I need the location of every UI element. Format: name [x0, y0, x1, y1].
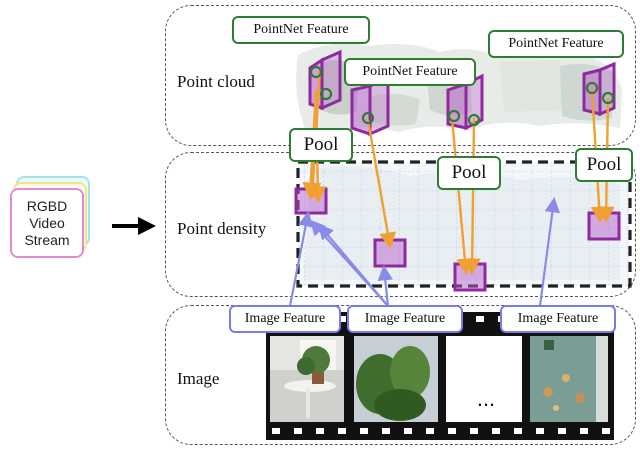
image-frame-2 — [354, 336, 438, 422]
image-label: Image — [177, 369, 220, 388]
pointnet-feature-left-tag: PointNet Feature — [232, 16, 370, 44]
pool-mid-tag: Pool — [437, 156, 501, 190]
point-cloud-box-center — [446, 73, 484, 131]
rgbd-line-1: RGBD — [26, 197, 68, 214]
rgbd-stream-box: RGBD Video Stream — [10, 188, 84, 258]
density-cell-center — [453, 262, 487, 292]
input-arrow — [112, 217, 156, 235]
image-feature-1-tag: Image Feature — [229, 305, 341, 333]
image-frame-1 — [270, 336, 344, 422]
point-cloud-box-right — [582, 61, 616, 117]
pool-left-tag: Pool — [289, 128, 353, 162]
image-frame-3 — [446, 336, 522, 422]
pool-right-tag: Pool — [575, 148, 633, 182]
pointnet-feature-right-tag: PointNet Feature — [488, 30, 624, 58]
blue-arrows — [288, 196, 561, 307]
frame-ellipsis: ... — [477, 386, 495, 411]
image-feature-2-tag: Image Feature — [347, 305, 463, 333]
rgbd-line-2: Video — [29, 214, 65, 231]
green-point-markers — [309, 65, 615, 127]
image-feature-3-tag: Image Feature — [500, 305, 616, 333]
point-density-label: Point density — [177, 219, 267, 238]
rgbd-line-3: Stream — [24, 231, 70, 248]
density-cell-right — [587, 211, 621, 241]
image-frame-4 — [530, 336, 608, 422]
point-cloud-label: Point cloud — [177, 72, 255, 91]
pointnet-feature-mid-tag: PointNet Feature — [344, 58, 476, 86]
